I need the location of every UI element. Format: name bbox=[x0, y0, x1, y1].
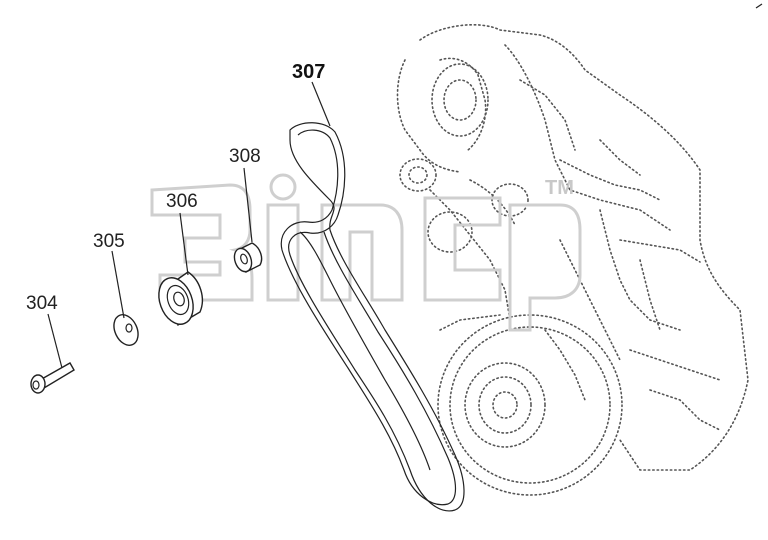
callout-304: 304 bbox=[26, 293, 58, 314]
part-307-drive-belt: 307 bbox=[280, 61, 465, 512]
leader-308 bbox=[243, 167, 253, 243]
part-306-idler-pulley: 306 bbox=[158, 191, 204, 327]
leader-304 bbox=[47, 313, 63, 369]
part-308-tensioner-roller: 308 bbox=[229, 146, 263, 273]
leader-306 bbox=[179, 212, 189, 276]
part-304-bolt: 304 bbox=[26, 293, 75, 394]
callout-308: 308 bbox=[229, 146, 261, 167]
engine-outline bbox=[396, 24, 749, 496]
callout-306: 306 bbox=[166, 191, 198, 212]
watermark-trademark: TM bbox=[545, 177, 574, 199]
leader-305 bbox=[111, 250, 125, 319]
corner-mark bbox=[755, 3, 763, 9]
leader-307 bbox=[311, 81, 331, 127]
callout-307: 307 bbox=[292, 61, 325, 83]
watermark-logo: TM bbox=[150, 173, 582, 332]
callout-305: 305 bbox=[93, 231, 125, 252]
part-305-washer: 305 bbox=[93, 231, 139, 346]
